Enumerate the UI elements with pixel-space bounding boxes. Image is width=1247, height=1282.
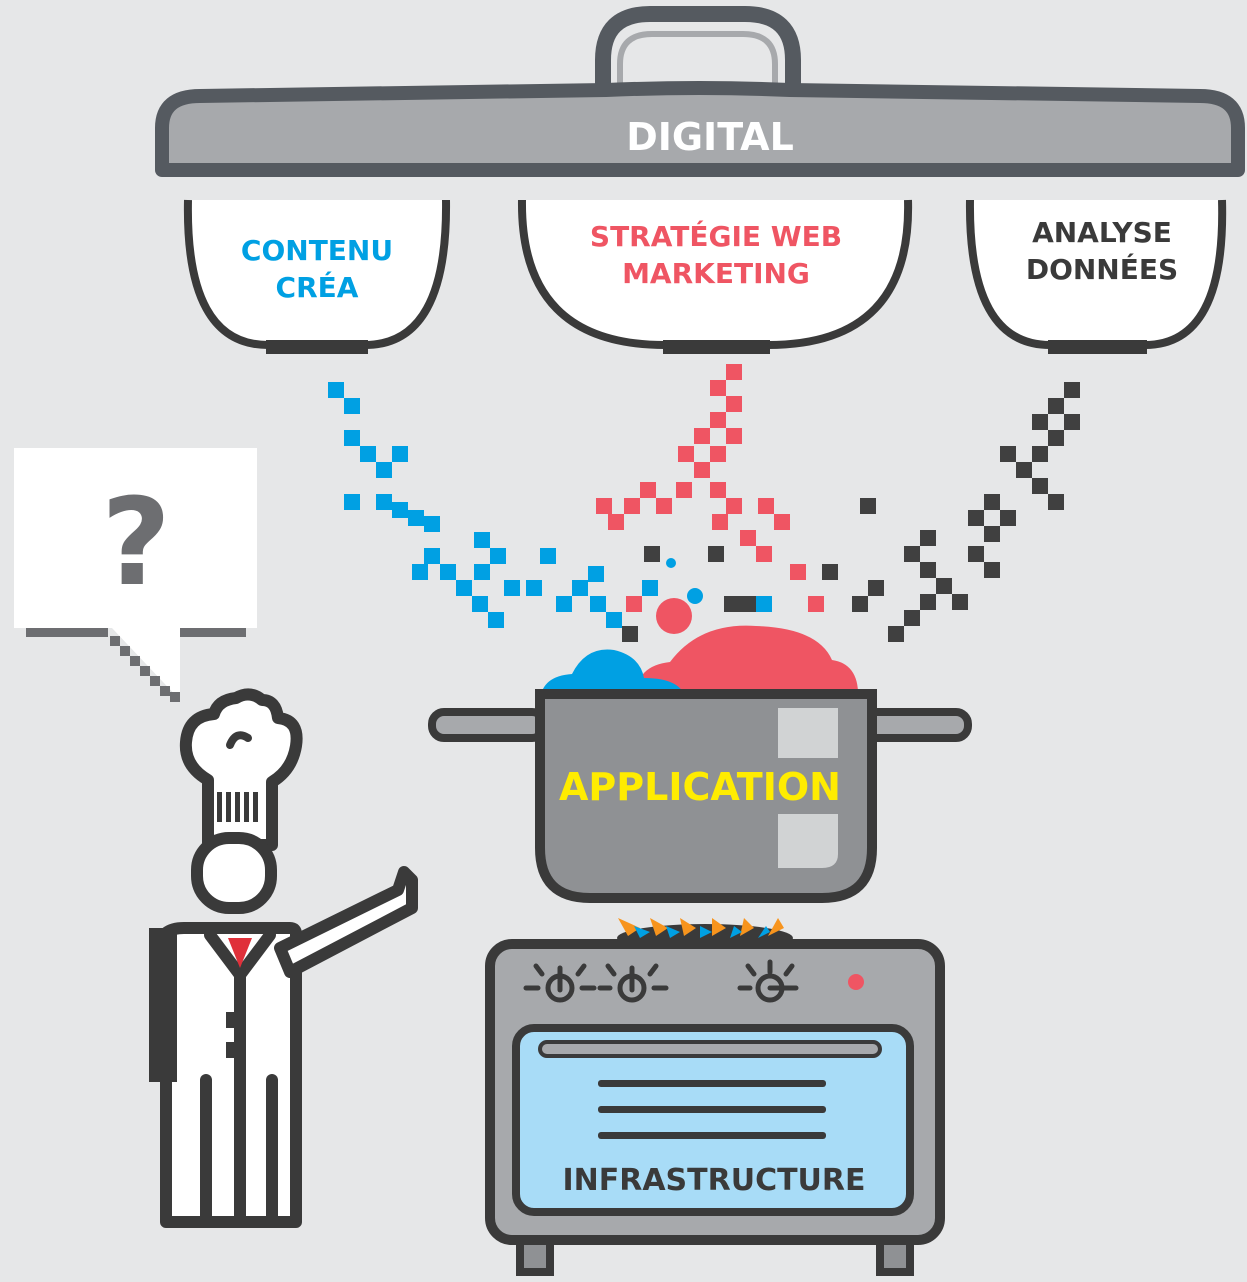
oven-window-lines [598,1080,826,1139]
bowl-analyse: ANALYSE DONNÉES [965,199,1227,354]
bowl-strategie-line2: MARKETING [622,257,810,290]
bowl-contenu: CONTENU CRÉA [183,199,451,354]
stove-label: INFRASTRUCTURE [562,1163,865,1198]
chef-head [191,832,277,914]
pot-handle-right [860,708,972,742]
bowl-analyse-line2: DONNÉES [1026,252,1178,286]
pot-contents [540,625,859,700]
stove: INFRASTRUCTURE [485,939,945,1276]
chef [154,688,418,1228]
bowl-contenu-line1: CONTENU [241,234,393,267]
speech-bubble: ? [14,448,257,702]
question-mark-icon: ? [101,474,171,613]
chef-outline [149,928,177,1082]
pot-label: APPLICATION [559,765,841,809]
knob-1-icon[interactable] [523,963,597,1003]
pixel-stream-dark [622,382,1080,642]
chef-hat [179,688,303,851]
lid-handle-inner [617,31,778,92]
pixel-stream-red [596,364,824,634]
bowl-strategie: STRATÉGIE WEB MARKETING [517,199,913,354]
bowl-analyse-line1: ANALYSE [1032,216,1172,249]
knob-3-icon[interactable] [737,959,799,1003]
oven-door[interactable] [512,1024,914,1216]
oven-door-handle[interactable] [538,1040,882,1058]
lid: DIGITAL [155,6,1245,177]
pixel-stream-blue [328,382,772,628]
chef-arm [274,866,418,978]
lid-body [155,81,1245,177]
lid-label: DIGITAL [626,115,794,159]
bowl-contenu-line2: CRÉA [276,270,359,304]
knob-2-icon[interactable] [597,963,669,1003]
lid-handle [595,6,801,92]
pot-handle-left [428,708,548,742]
stove-indicator-light [848,974,864,990]
pot: APPLICATION [428,625,972,903]
bowl-strategie-line1: STRATÉGIE WEB [590,219,842,253]
